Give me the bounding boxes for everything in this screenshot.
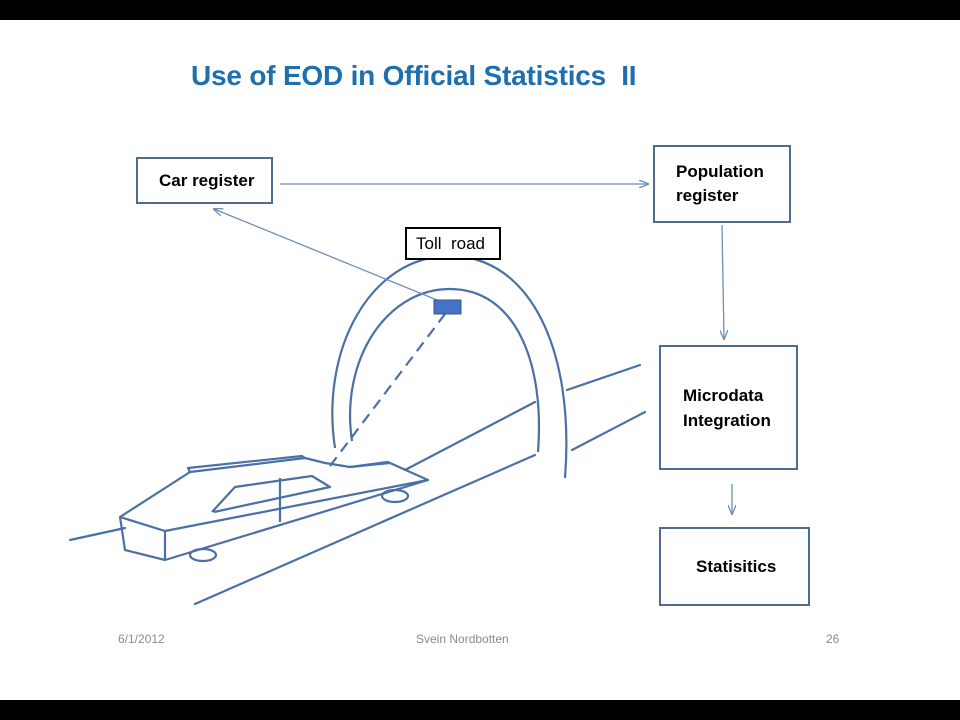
flow-arrows bbox=[214, 184, 732, 514]
population-register-label-line1: Population bbox=[676, 162, 764, 181]
footer-date: 6/1/2012 bbox=[118, 632, 165, 646]
microdata-label-line2: Integration bbox=[683, 410, 771, 430]
tunnel-arch bbox=[331, 254, 568, 479]
car bbox=[118, 454, 430, 563]
arrow-sensor-to-car-register bbox=[214, 209, 438, 301]
arrow-population-to-microdata bbox=[722, 224, 724, 339]
footer-author: Svein Nordbotten bbox=[416, 632, 509, 646]
toll-road-diagram bbox=[68, 20, 960, 606]
slide: Use of EOD in Official Statistics II bbox=[0, 20, 960, 700]
toll-road-box: Toll road bbox=[405, 227, 501, 260]
footer-page-number: 26 bbox=[826, 632, 840, 646]
population-register-box: Population register bbox=[653, 145, 791, 223]
road bbox=[68, 363, 647, 606]
statistics-box: Statisitics bbox=[659, 527, 810, 606]
toll-road-label: Toll road bbox=[416, 233, 485, 253]
sensor-beam bbox=[329, 313, 446, 467]
slide-title: Use of EOD in Official Statistics II bbox=[191, 60, 637, 91]
car-register-label: Car register bbox=[159, 170, 255, 190]
statistics-label: Statisitics bbox=[696, 556, 777, 576]
toll-sensor bbox=[433, 299, 462, 315]
microdata-integration-box: Microdata Integration bbox=[659, 345, 798, 470]
population-register-label-line2: register bbox=[676, 186, 739, 205]
car-register-box: Car register bbox=[136, 157, 273, 204]
microdata-label-line1: Microdata bbox=[683, 385, 764, 405]
